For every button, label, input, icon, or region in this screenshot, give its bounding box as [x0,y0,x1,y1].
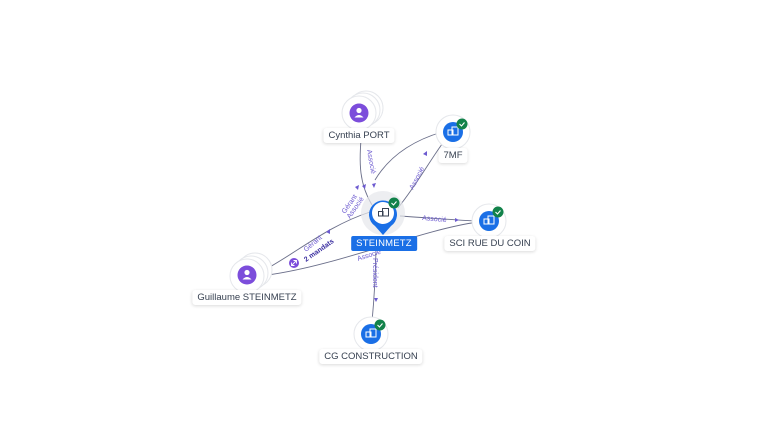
node-7mf[interactable] [435,114,471,150]
node-label-cynthia-port[interactable]: Cynthia PORT [323,128,395,143]
edge-label: Associé [422,215,447,224]
company-building-icon [365,328,377,338]
edge-label: Président [371,258,378,288]
node-label-guillaume-steinmetz[interactable]: Guillaume STEINMETZ [192,290,302,305]
edge-arrows [326,151,459,302]
verified-check-icon [388,197,400,209]
node-sci-rue-du-coin[interactable] [471,203,507,239]
edge-center-sci[interactable] [399,215,477,222]
expand-mandates-button[interactable] [289,258,299,268]
node-steinmetz-center[interactable] [361,191,405,235]
company-building-icon [447,126,459,136]
node-label-7mf[interactable]: 7MF [438,148,468,163]
edge-label: Associé [409,166,427,191]
arrow-marker [423,151,427,156]
verified-check-icon [492,206,504,218]
edge-label: Associé [365,149,376,174]
edge-guillaume-center[interactable] [267,211,371,269]
expand-icon [291,260,297,266]
arrow-marker [362,184,366,189]
company-building-icon [483,215,495,225]
node-cg-construction[interactable] [353,316,389,352]
company-building-icon [378,208,389,217]
arrow-marker [374,298,378,302]
edge-cynthia-7mf[interactable] [374,131,443,181]
arrow-marker [355,185,359,190]
node-guillaume-steinmetz[interactable] [229,252,273,294]
person-icon [354,107,364,118]
verified-check-icon [456,118,468,130]
node-cynthia-port[interactable] [341,90,384,131]
arrow-marker [372,183,376,188]
arrow-marker [455,218,459,222]
center-node-label[interactable]: STEINMETZ [351,236,417,251]
edge-center-7mf[interactable] [397,139,446,209]
arrow-marker [326,229,330,234]
node-label-cg-construction[interactable]: CG CONSTRUCTION [319,349,423,364]
node-label-sci-rue-du-coin[interactable]: SCI RUE DU COIN [444,236,536,251]
person-icon [242,269,252,280]
verified-check-icon [374,319,386,331]
